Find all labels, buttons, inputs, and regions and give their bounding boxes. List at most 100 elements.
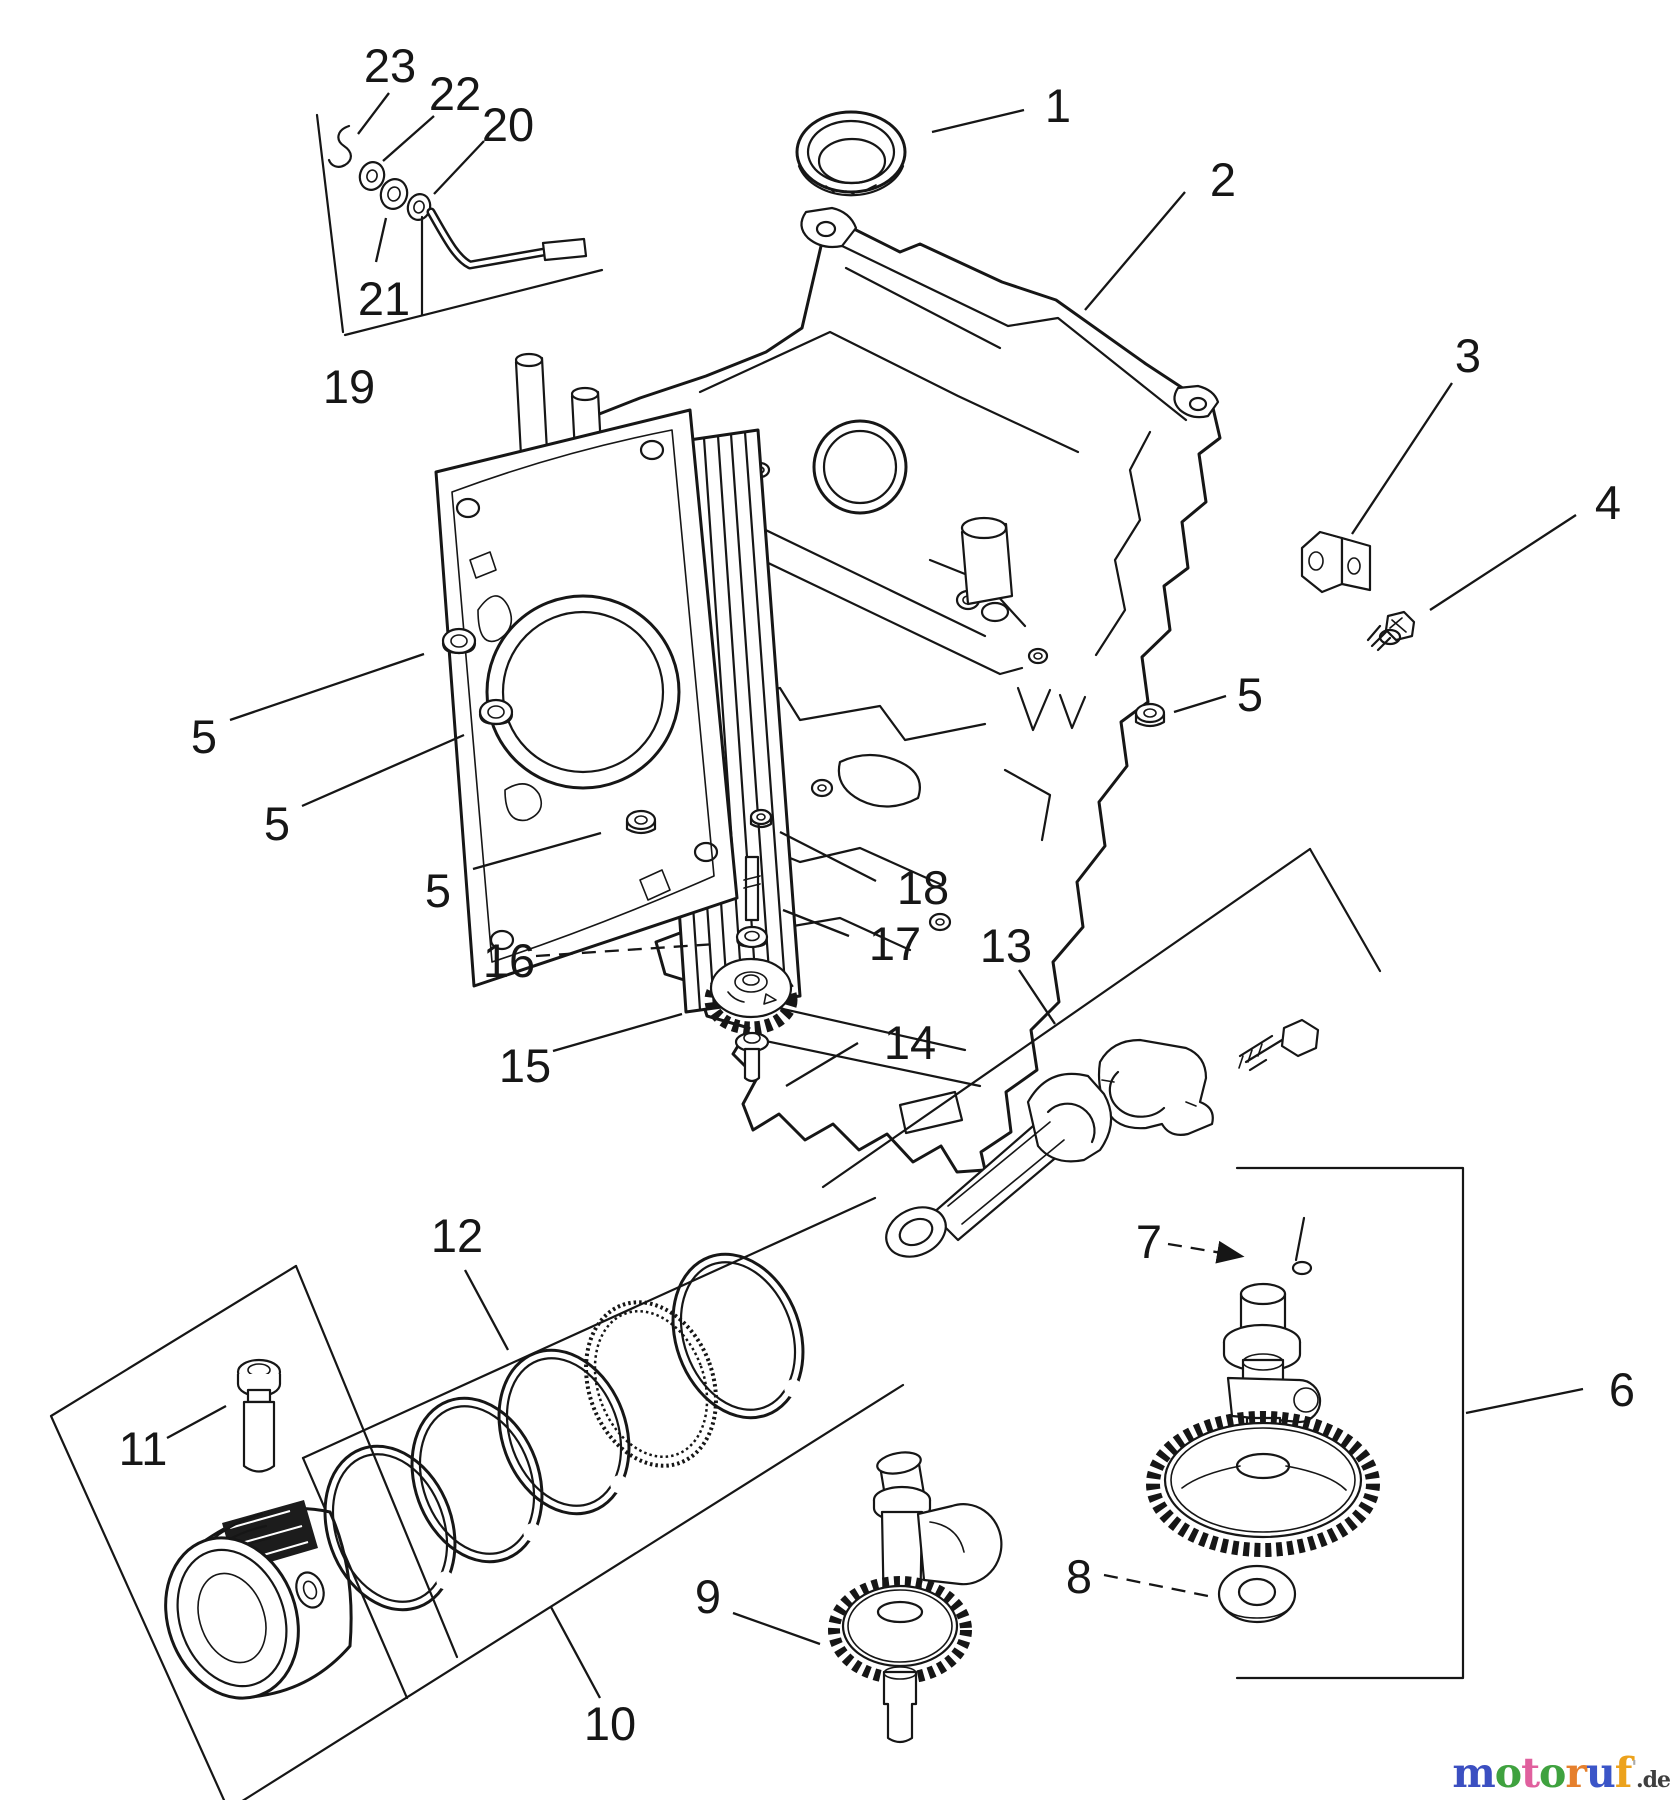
camshaft-group [1146,1166,1465,1680]
connecting-rod [885,1072,1113,1258]
screw-4-drawing [1366,610,1416,652]
washer-20 [406,193,432,221]
hex-plug-5d [1134,702,1166,728]
part-label-17: 17 [869,917,921,970]
leader-line-5 [1173,694,1227,714]
washer-16-drawing [735,925,769,949]
part-label-13: 13 [980,919,1032,972]
part-label-10: 10 [584,1697,636,1750]
leader-line-4 [1429,514,1577,611]
logo-letter: o [1539,1749,1566,1797]
washer-8-drawing [1217,1564,1297,1624]
part-label-5: 5 [264,797,290,850]
corner-hole [1188,396,1208,412]
hex-plug-5c [625,809,657,835]
governor-shaft-group [315,113,604,337]
logo-letter: m [1452,1749,1495,1797]
part-label-4: 4 [1595,476,1621,529]
governor-gear-15-drawing [704,957,798,1035]
part-label-7: 7 [1136,1215,1162,1268]
bottom-box-line [241,1383,905,1800]
part-label-14: 14 [884,1016,936,1069]
boss-cylinder-top [960,516,1008,540]
filler-opening-outer [812,419,908,515]
logo-letter: u [1585,1749,1616,1797]
piston-ring [671,1252,805,1420]
bracket-lines-13 [821,847,1382,1189]
leader-line-12 [463,1269,510,1351]
leader-line-14 [785,1042,859,1087]
leader-line-11 [166,1404,227,1440]
crankcase-drawing [434,206,1222,1174]
leader-line-17 [782,908,850,938]
piston-pin-11-drawing [236,1358,282,1473]
leader-line-5 [301,733,465,808]
cup-plug-5b [478,698,514,726]
part-label-11: 11 [119,1422,168,1475]
leader-line-18 [779,830,877,883]
leader-line-2 [1084,191,1186,311]
crankshaft-9-drawing [828,1451,1003,1744]
part-label-23: 23 [364,39,416,92]
mount-ear [800,206,858,249]
governor-shaft-rod [426,207,588,270]
part-label-5: 5 [425,864,451,917]
leader-line-15 [552,1012,683,1053]
logo-letter: r [1565,1749,1587,1797]
part-label-21: 21 [358,272,410,325]
part-label-9: 9 [695,1570,721,1623]
oil-ring-stippled [584,1300,718,1468]
logo-suffix: .de [1635,1767,1671,1793]
connecting-rod-group [821,847,1382,1258]
leader-line-7 [1167,1240,1245,1264]
pan-rim-line2 [844,266,1002,350]
logo-tick: ' [1631,1757,1636,1778]
part-label-19: 19 [323,360,375,413]
leader-line-13 [1018,969,1056,1025]
rod-bolt [1238,1018,1320,1072]
leader-line-9 [732,1611,821,1646]
leader-line-22 [382,115,435,162]
part-label-22: 22 [429,67,481,120]
gasket-plate [434,408,739,988]
leader-line-8 [1103,1573,1209,1598]
part-label-20: 20 [482,98,534,151]
leader-line-1 [931,108,1025,134]
stud-17-drawing [743,855,761,922]
plug-18 [749,808,773,829]
leader-line-23 [357,92,390,135]
rings-box-left [301,1456,409,1700]
piston-ring [497,1348,631,1516]
logo-letter: t [1521,1749,1540,1797]
bracket-lines-6 [1235,1166,1465,1680]
part-label-1: 1 [1045,79,1071,132]
leader-line-16 [535,942,717,958]
corner-boss [1173,384,1220,419]
bracket-lines-19 [315,113,604,337]
leader-line-3 [1351,382,1453,535]
motoruf-logo[interactable]: motoruf'.de [1452,1753,1671,1794]
part-label-5: 5 [1237,668,1263,721]
bracket-3-drawing [1300,530,1372,594]
part-label-15: 15 [499,1039,551,1092]
oil-seal-drawing [795,110,907,197]
part-label-3: 3 [1455,329,1481,382]
leader-line-20 [433,140,485,195]
pin-7-drawing [1291,1216,1313,1276]
leader-line-6 [1465,1387,1584,1415]
piston-ring [410,1396,544,1564]
camshaft-6-drawing [1146,1282,1380,1557]
rings-box-top [301,1196,877,1460]
part-label-12: 12 [431,1209,483,1262]
logo-letter: o [1494,1749,1522,1797]
leader-line-21 [374,217,388,263]
ring-set-12-drawing [323,1252,805,1612]
part-label-2: 2 [1210,153,1236,206]
rod-cap-clamp [1097,1038,1214,1136]
part-label-18: 18 [897,861,949,914]
ear-hole [815,220,837,238]
leader-line-10 [549,1606,602,1699]
